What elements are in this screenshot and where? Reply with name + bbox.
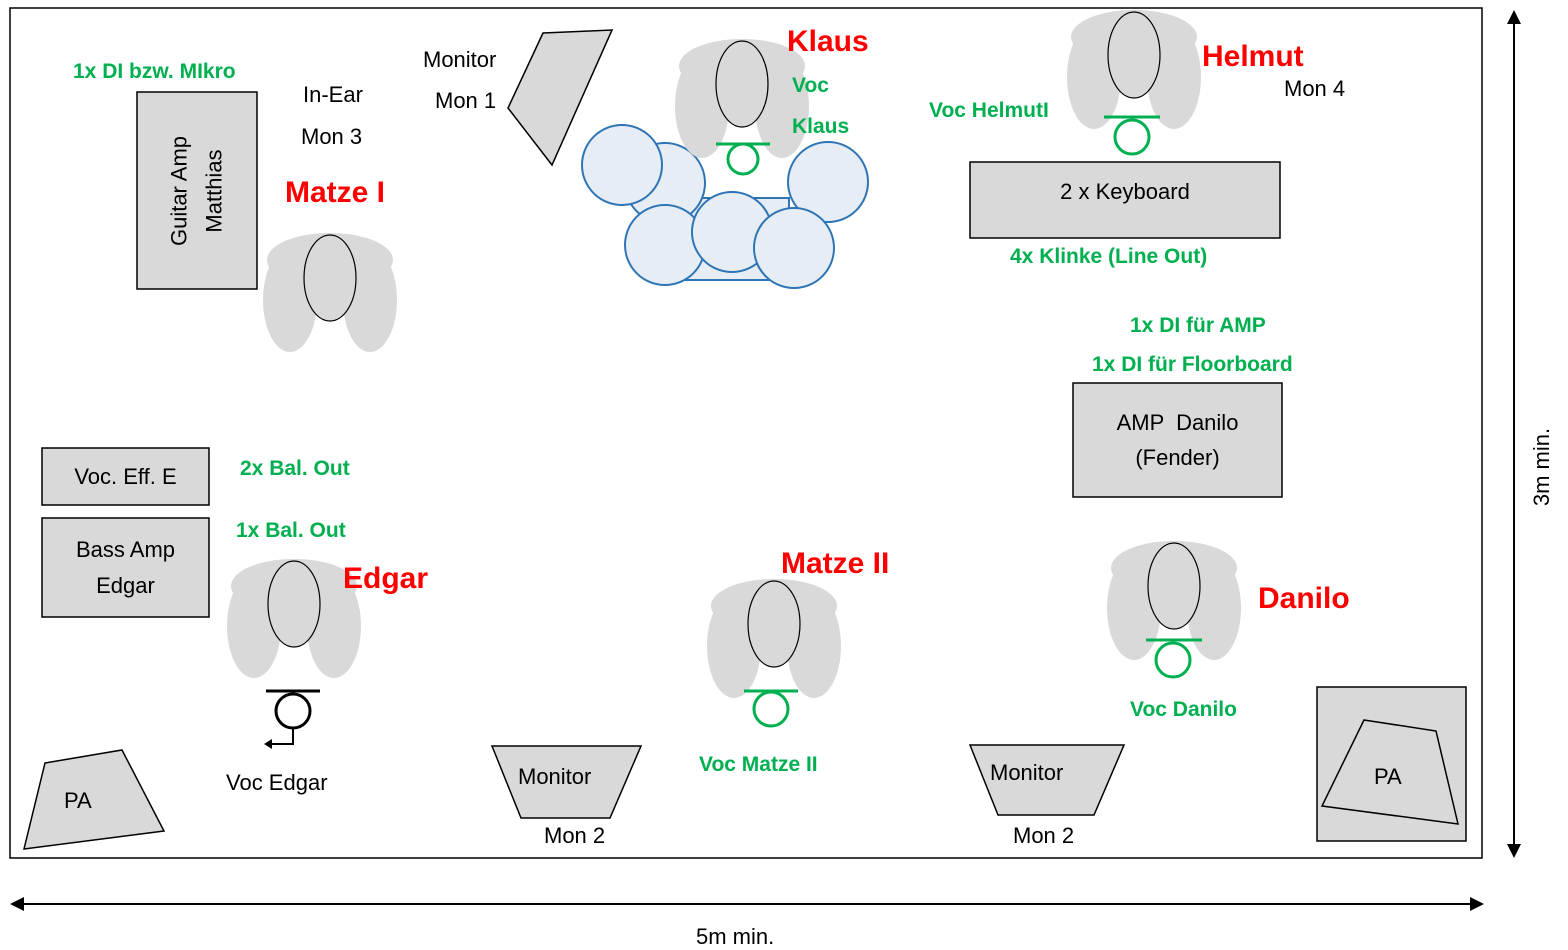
note-mon2-right: Mon 2: [1013, 823, 1075, 848]
mic-danilo: [1146, 638, 1202, 679]
person-matze1: [262, 232, 398, 353]
label-mon1: Mon 1: [435, 88, 497, 113]
label-amp-danilo: AMP Danilo(Fender): [1116, 409, 1239, 470]
label-voc-eff: Voc. Eff. E: [74, 463, 177, 489]
name-matze2: Matze II: [781, 547, 890, 580]
label-monitor-right: Monitor: [990, 760, 1064, 785]
note-in-ear: In-Ear: [303, 82, 363, 107]
floor-monitor-center: [490, 745, 643, 819]
name-danilo: Danilo: [1258, 582, 1350, 615]
person-matze2: [706, 578, 842, 699]
stage-outline: [9, 7, 1483, 859]
bass-amp-box: [41, 517, 210, 618]
mic-edgar: [264, 689, 320, 749]
note-bal-out-1: 1x Bal. Out: [236, 519, 346, 542]
note-mon3: Mon 3: [301, 124, 363, 149]
note-voc-danilo: Voc Danilo: [1130, 698, 1237, 721]
mic-helmut: [1104, 115, 1160, 156]
name-helmut: Helmut: [1202, 40, 1304, 73]
note-di-mikro: 1x DI bzw. MIkro: [73, 60, 236, 83]
monitor-mon1-wedge: [507, 29, 614, 167]
note-bal-out-2: 2x Bal. Out: [240, 457, 350, 480]
note-voc-klaus-2: Klaus: [792, 115, 850, 138]
note-voc-klaus-1: Voc: [792, 74, 829, 97]
drum-floor-tom-right: [753, 207, 835, 289]
note-di-amp: 1x DI für AMP: [1130, 314, 1266, 337]
drum-floor-tom-left: [624, 204, 706, 286]
label-pa-left: PA: [64, 788, 92, 813]
note-voc-edgar: Voc Edgar: [226, 770, 328, 795]
name-klaus: Klaus: [787, 25, 869, 58]
note-mon4: Mon 4: [1284, 76, 1346, 101]
pa-left-shape: [23, 749, 166, 850]
label-monitor-center: Monitor: [518, 764, 592, 789]
floor-monitor-right: [968, 744, 1126, 816]
note-di-floorboard: 1x DI für Floorboard: [1092, 353, 1293, 376]
name-edgar: Edgar: [343, 562, 429, 595]
keyboard-box: [969, 161, 1281, 239]
mic-matze2: [744, 689, 798, 728]
label-width: 5m min.: [696, 924, 775, 949]
person-helmut: [1066, 9, 1202, 130]
label-pa-right: PA: [1374, 764, 1402, 789]
label-keyboard: 2 x Keyboard: [1060, 179, 1190, 205]
person-edgar: [226, 558, 362, 679]
drum-tom-2: [581, 124, 663, 206]
label-depth: 3m min.: [1529, 427, 1554, 507]
pa-right-shape: [1320, 719, 1459, 825]
amp-danilo-box: [1072, 382, 1283, 498]
drum-kit: [581, 124, 869, 289]
note-mon2-center: Mon 2: [544, 823, 606, 848]
drum-cymbal-right: [787, 141, 869, 223]
width-dimension-arrow: [10, 897, 1484, 911]
label-monitor-mon1: Monitor: [423, 47, 497, 72]
guitar-amp-box: [136, 91, 258, 290]
mic-klaus: [716, 142, 770, 176]
depth-dimension-arrow: [1507, 10, 1521, 858]
note-klinke: 4x Klinke (Line Out): [1010, 245, 1208, 268]
voc-eff-box: [41, 447, 210, 506]
note-voc-helmut: Voc HelmutI: [929, 99, 1049, 122]
note-voc-matze2: Voc Matze II: [699, 753, 818, 776]
name-matze1: Matze I: [285, 176, 386, 209]
